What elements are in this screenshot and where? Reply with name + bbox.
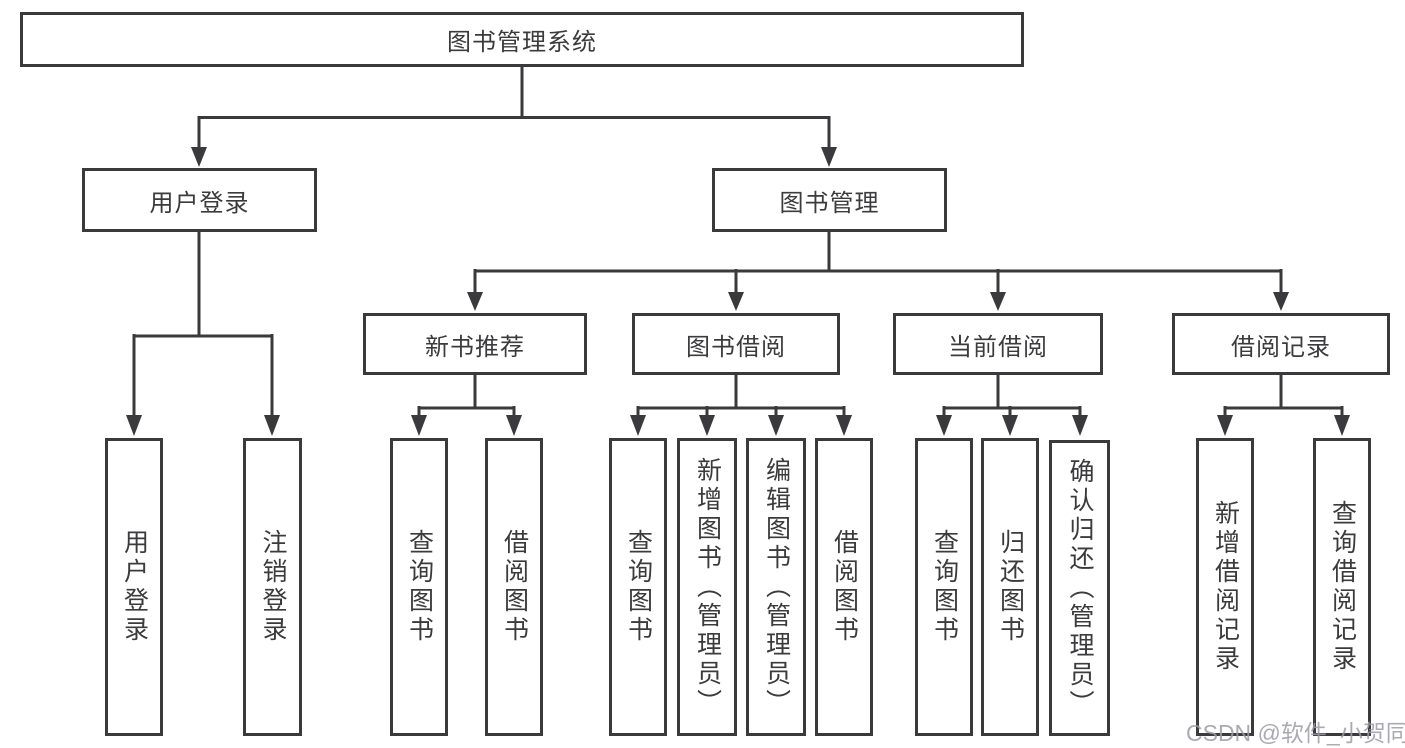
- leaf-nbr-borrow-books: 借阅图书: [485, 438, 543, 736]
- leaf-bb-add-books-admin: 新增图书（管理员）: [677, 438, 737, 736]
- leaf-bb-borrow-books: 借阅图书: [815, 438, 873, 736]
- leaf-nbr-query-books: 查询图书: [390, 438, 448, 736]
- leaf-bb-query-books: 查询图书: [609, 438, 667, 736]
- leaf-bb-add-books-admin-label: 新增图书（管理员）: [693, 456, 722, 718]
- node-new-book-recommend: 新书推荐: [363, 313, 587, 375]
- leaf-user-login-label: 用户登录: [120, 529, 149, 645]
- node-book-borrowing: 图书借阅: [632, 313, 840, 375]
- leaf-br-query-record-label: 查询借阅记录: [1328, 500, 1357, 674]
- leaf-br-add-record: 新增借阅记录: [1196, 438, 1254, 736]
- csdn-watermark: CSDN @软件_小贺同学: [1186, 720, 1405, 746]
- node-user-login-label: 用户登录: [149, 189, 250, 217]
- leaf-cb-query-books: 查询图书: [915, 438, 973, 736]
- leaf-user-login: 用户登录: [105, 438, 163, 736]
- leaf-nbr-query-books-label: 查询图书: [405, 529, 434, 645]
- node-new-book-recommend-label: 新书推荐: [425, 333, 525, 361]
- leaf-cb-return-books-label: 归还图书: [996, 529, 1025, 645]
- leaf-cb-return-books: 归还图书: [981, 438, 1039, 736]
- leaf-bb-edit-books-admin: 编辑图书（管理员）: [746, 438, 806, 736]
- leaf-br-add-record-label: 新增借阅记录: [1211, 500, 1240, 674]
- leaf-bb-edit-books-admin-label: 编辑图书（管理员）: [762, 456, 791, 718]
- node-user-login: 用户登录: [82, 168, 317, 232]
- node-book-management: 图书管理: [712, 168, 947, 232]
- leaf-br-query-record: 查询借阅记录: [1313, 438, 1371, 736]
- leaf-logout-label: 注销登录: [259, 529, 287, 645]
- node-current-borrowing-label: 当前借阅: [948, 333, 1048, 361]
- leaf-cb-confirm-return-admin-label: 确认归还（管理员）: [1066, 457, 1094, 719]
- node-borrowing-records-label: 借阅记录: [1231, 333, 1331, 361]
- node-root-label: 图书管理系统: [447, 29, 597, 56]
- node-root: 图书管理系统: [20, 12, 1024, 67]
- node-current-borrowing: 当前借阅: [893, 313, 1103, 375]
- leaf-logout: 注销登录: [243, 438, 302, 736]
- leaf-nbr-borrow-books-label: 借阅图书: [500, 529, 529, 645]
- leaf-cb-query-books-label: 查询图书: [930, 529, 959, 645]
- leaf-bb-borrow-books-label: 借阅图书: [830, 529, 859, 645]
- node-book-management-label: 图书管理: [779, 189, 880, 217]
- node-book-borrowing-label: 图书借阅: [686, 333, 786, 361]
- node-borrowing-records: 借阅记录: [1172, 313, 1390, 375]
- leaf-bb-query-books-label: 查询图书: [624, 529, 653, 645]
- leaf-cb-confirm-return-admin: 确认归还（管理员）: [1049, 440, 1110, 736]
